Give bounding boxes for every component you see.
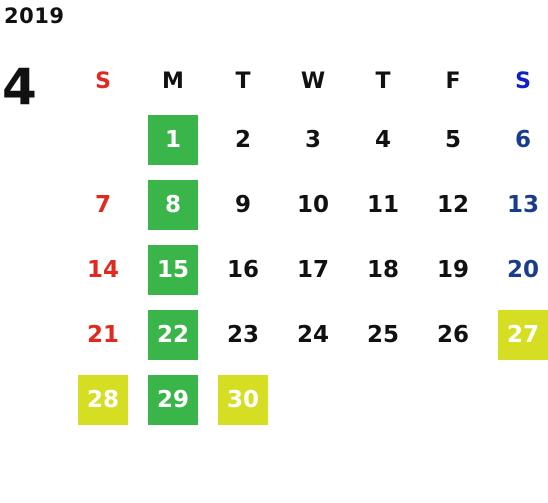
day-cell[interactable]: 29 (138, 367, 208, 432)
day-cell[interactable]: 10 (278, 172, 348, 237)
day-number: 7 (94, 191, 111, 218)
day-cell[interactable]: 19 (418, 237, 488, 302)
day-cell[interactable]: 30 (208, 367, 278, 432)
day-number: 8 (148, 179, 198, 230)
day-cell[interactable]: 20 (488, 237, 548, 302)
day-number: 5 (444, 126, 461, 153)
weekday-header-monday: M (162, 68, 184, 94)
weekday-header-tuesday: T (235, 68, 251, 94)
day-number: 13 (506, 191, 539, 218)
day-number: 22 (148, 309, 198, 360)
day-number: 16 (226, 256, 259, 283)
day-cell[interactable]: 22 (138, 302, 208, 367)
day-cell[interactable]: 6 (488, 107, 548, 172)
day-cell[interactable]: 16 (208, 237, 278, 302)
day-cell[interactable]: 12 (418, 172, 488, 237)
day-number: 26 (436, 321, 469, 348)
day-cell (278, 367, 348, 432)
day-cell (418, 367, 488, 432)
day-number: 23 (226, 321, 259, 348)
day-number (498, 375, 548, 425)
year-label: 2019 (4, 4, 65, 28)
day-number: 25 (366, 321, 399, 348)
day-cell[interactable]: 8 (138, 172, 208, 237)
day-cell (68, 107, 138, 172)
day-cell[interactable]: 14 (68, 237, 138, 302)
day-number: 14 (86, 256, 119, 283)
day-cell (488, 367, 548, 432)
day-number: 2 (234, 126, 251, 153)
day-number (78, 115, 128, 165)
day-cell[interactable]: 24 (278, 302, 348, 367)
weekday-header-thursday: T (375, 68, 391, 94)
day-cell[interactable]: 28 (68, 367, 138, 432)
day-number (428, 375, 478, 425)
day-number: 3 (304, 126, 321, 153)
day-number: 1 (148, 114, 198, 165)
day-number: 19 (436, 256, 469, 283)
day-cell[interactable]: 5 (418, 107, 488, 172)
day-number: 29 (148, 374, 198, 425)
day-cell[interactable]: 27 (488, 302, 548, 367)
weekday-header-saturday: S (515, 68, 531, 94)
day-cell[interactable]: 18 (348, 237, 418, 302)
day-number: 28 (78, 374, 128, 425)
day-cell[interactable]: 1 (138, 107, 208, 172)
day-cell[interactable]: 25 (348, 302, 418, 367)
calendar-grid: S M T W T F S 1 2 3 4 5 6 7 8 9 10 11 12… (68, 55, 548, 432)
month-number: 4 (2, 58, 37, 116)
day-number: 4 (374, 126, 391, 153)
day-cell[interactable]: 7 (68, 172, 138, 237)
day-cell[interactable]: 21 (68, 302, 138, 367)
day-number: 27 (498, 309, 548, 360)
day-cell[interactable]: 4 (348, 107, 418, 172)
day-number: 18 (366, 256, 399, 283)
day-cell[interactable]: 17 (278, 237, 348, 302)
day-number (358, 375, 408, 425)
day-number: 20 (506, 256, 539, 283)
day-number (288, 375, 338, 425)
day-number: 17 (296, 256, 329, 283)
day-number: 10 (296, 191, 329, 218)
day-number: 30 (218, 374, 268, 425)
day-number: 12 (436, 191, 469, 218)
day-number: 15 (148, 244, 198, 295)
day-number: 6 (514, 126, 531, 153)
weekday-header-sunday: S (95, 68, 111, 94)
day-number: 24 (296, 321, 329, 348)
day-cell[interactable]: 26 (418, 302, 488, 367)
day-cell[interactable]: 23 (208, 302, 278, 367)
day-number: 21 (86, 321, 119, 348)
day-cell[interactable]: 3 (278, 107, 348, 172)
day-cell[interactable]: 11 (348, 172, 418, 237)
weekday-header-friday: F (445, 68, 461, 94)
day-number: 11 (366, 191, 399, 218)
day-number: 9 (234, 191, 251, 218)
weekday-header-wednesday: W (300, 68, 326, 94)
day-cell[interactable]: 2 (208, 107, 278, 172)
day-cell (348, 367, 418, 432)
day-cell[interactable]: 13 (488, 172, 548, 237)
day-cell[interactable]: 15 (138, 237, 208, 302)
day-cell[interactable]: 9 (208, 172, 278, 237)
